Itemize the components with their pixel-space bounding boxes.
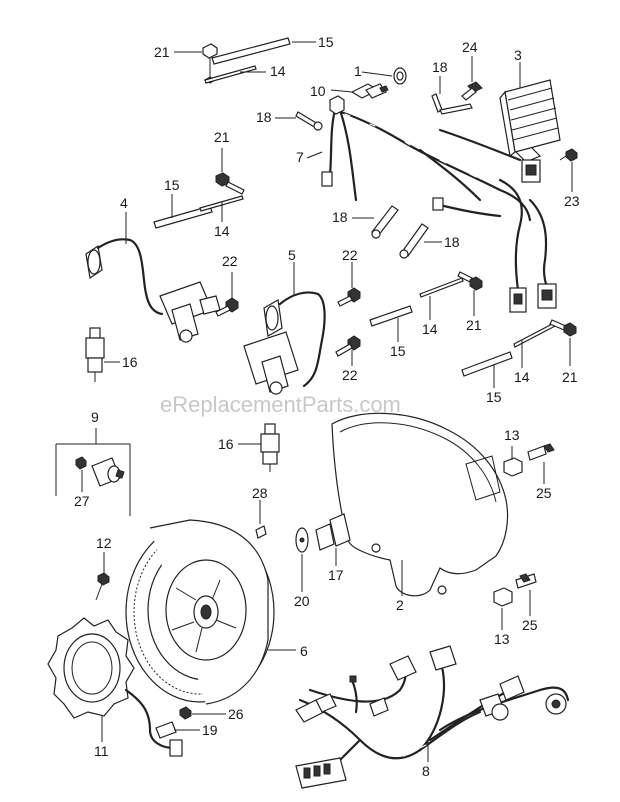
rod-15-left <box>153 205 213 229</box>
watermark-text: eReplacementParts.com <box>160 392 401 417</box>
callout-28: 28 <box>252 485 268 501</box>
nut-17 <box>315 513 351 551</box>
callout-3: 3 <box>514 47 522 63</box>
callout-18-c: 18 <box>332 209 348 225</box>
screw-26 <box>179 706 192 720</box>
ring-1 <box>393 67 407 85</box>
callout-15-mid: 15 <box>390 343 406 359</box>
callout-10: 10 <box>310 83 326 99</box>
terminal-18-a <box>295 111 323 131</box>
callout-15-top: 15 <box>318 34 334 50</box>
callout-21-mid: 21 <box>466 317 482 333</box>
regulator-3 <box>499 79 561 158</box>
callout-labels: 1 2 3 4 5 6 7 8 9 10 11 12 13 13 14 14 1… <box>74 34 580 779</box>
callout-15-left: 15 <box>164 177 180 193</box>
bolt-21-right <box>549 319 577 337</box>
callout-25-bottom: 25 <box>522 617 538 633</box>
bolt-25-bottom <box>515 573 537 589</box>
callout-22-mid-a: 22 <box>342 247 358 263</box>
callout-21-right: 21 <box>562 369 578 385</box>
callout-17: 17 <box>328 567 344 583</box>
washer-20 <box>295 527 309 553</box>
callout-1: 1 <box>354 63 362 79</box>
terminal-18-c <box>371 205 399 239</box>
screw-24 <box>461 81 483 101</box>
callout-18-d: 18 <box>444 234 460 250</box>
clip-19 <box>155 721 177 739</box>
callout-21-left: 21 <box>214 129 230 145</box>
callout-16-center: 16 <box>218 436 234 452</box>
rod-15-top <box>211 37 291 65</box>
blower-housing-2 <box>331 412 509 597</box>
callout-8: 8 <box>422 763 430 779</box>
callout-12: 12 <box>96 535 112 551</box>
callout-22-mid-b: 22 <box>342 367 358 383</box>
callout-14-right: 14 <box>514 369 530 385</box>
callout-13-bottom: 13 <box>494 631 510 647</box>
rod-14-right <box>513 321 558 348</box>
callout-7: 7 <box>296 149 304 165</box>
screw-12 <box>95 572 110 601</box>
callout-19: 19 <box>202 722 218 738</box>
callout-11: 11 <box>94 743 109 759</box>
callout-20: 20 <box>294 593 310 609</box>
kit-box-9 <box>55 428 131 516</box>
screw-22-mid-b <box>335 335 361 357</box>
terminal-18-d <box>399 223 429 259</box>
wiring-harness-7 <box>321 95 557 313</box>
callout-2: 2 <box>396 597 404 613</box>
bolt-21-mid <box>457 271 483 291</box>
callout-6: 6 <box>300 643 308 659</box>
stator-11 <box>47 617 183 757</box>
callout-9: 9 <box>91 409 99 425</box>
callout-25-top: 25 <box>536 485 552 501</box>
key-28 <box>255 525 267 539</box>
callout-24: 24 <box>462 39 478 55</box>
ignition-coil-4 <box>85 238 221 343</box>
callout-27: 27 <box>74 493 90 509</box>
callout-16-left: 16 <box>122 354 138 370</box>
rod-15-mid <box>369 305 413 327</box>
callout-18-b: 18 <box>432 59 448 75</box>
bolt-21-left <box>215 172 245 195</box>
callout-14-top: 14 <box>270 63 286 79</box>
spacer-13-top <box>503 457 523 477</box>
bolt-25-top <box>527 443 555 461</box>
rod-14-top <box>204 65 257 84</box>
callout-21-top: 21 <box>154 44 170 60</box>
callout-26: 26 <box>228 706 244 722</box>
callout-15-right: 15 <box>486 389 502 405</box>
callout-14-left: 14 <box>214 223 230 239</box>
spark-plug-16-left <box>85 327 105 382</box>
flywheel-6 <box>125 519 275 705</box>
spacer-13-bottom <box>493 587 513 607</box>
switch-10 <box>350 83 389 99</box>
callout-22-left: 22 <box>222 253 238 269</box>
wiring-harness-8 <box>295 645 570 789</box>
terminal-18-b <box>431 93 473 115</box>
screw-22-mid-a <box>337 287 361 307</box>
screw-23 <box>559 148 578 162</box>
rod-15-right <box>461 351 513 377</box>
callout-18-a: 18 <box>256 109 272 125</box>
spark-plug-16-center <box>260 423 280 472</box>
rod-14-mid <box>419 277 464 298</box>
ignition-coil-5 <box>243 291 326 395</box>
callout-23: 23 <box>564 193 580 209</box>
callout-5: 5 <box>288 247 296 263</box>
callout-13-top: 13 <box>504 427 520 443</box>
callout-4: 4 <box>120 195 128 211</box>
callout-14-mid: 14 <box>422 321 438 337</box>
